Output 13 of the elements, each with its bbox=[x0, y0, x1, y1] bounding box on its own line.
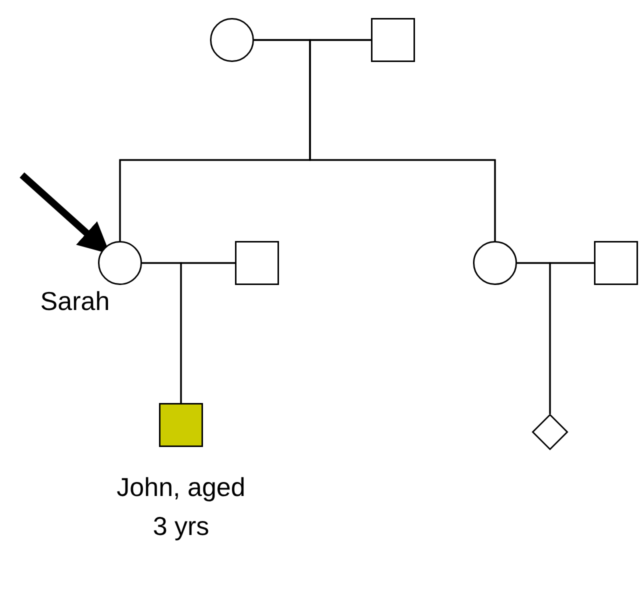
male-symbol bbox=[594, 241, 638, 285]
unknown-sex-symbol bbox=[532, 414, 568, 450]
pedigree-line bbox=[549, 262, 594, 414]
female-symbol bbox=[473, 241, 517, 285]
person-name: Sarah bbox=[39, 285, 111, 318]
male-symbol bbox=[159, 403, 203, 447]
female-symbol bbox=[210, 18, 254, 62]
person-name: John, aged 3 yrs bbox=[116, 471, 246, 543]
pedigree-line bbox=[180, 262, 235, 403]
pedigree-line bbox=[309, 39, 496, 241]
male-symbol bbox=[371, 18, 415, 62]
female-symbol bbox=[98, 241, 142, 285]
male-symbol bbox=[235, 241, 279, 285]
